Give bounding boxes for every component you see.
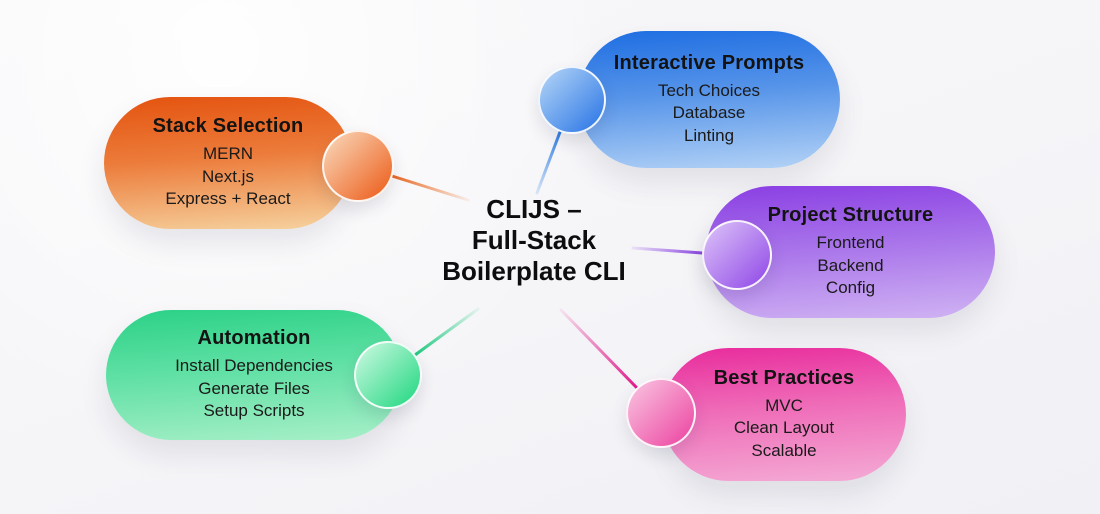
node-item: Setup Scripts <box>203 401 305 421</box>
node-items: Tech Choices Database Linting <box>658 80 760 148</box>
central-title-line-1: CLIJS – <box>486 194 582 224</box>
node-items: Frontend Backend Config <box>816 232 884 300</box>
node-connector-circle-stack-selection <box>322 130 394 202</box>
node-best-practices: Best Practices MVC Clean Layout Scalable <box>662 348 906 481</box>
node-items: Install Dependencies Generate Files Setu… <box>175 355 333 423</box>
central-title-line-3: Boilerplate CLI <box>442 256 626 286</box>
node-items: MVC Clean Layout Scalable <box>734 395 834 463</box>
node-connector-circle-best-practices <box>626 378 696 448</box>
central-topic-title: CLIJS – Full-Stack Boilerplate CLI <box>442 194 625 287</box>
node-item: Tech Choices <box>657 80 761 100</box>
node-item: Scalable <box>751 440 817 460</box>
node-item: Install Dependencies <box>175 356 333 376</box>
connector-line-best-practices <box>559 308 639 390</box>
node-item: Linting <box>683 125 735 145</box>
node-items: MERN Next.js Express + React <box>165 143 290 211</box>
node-item: Backend <box>817 255 884 275</box>
connector-line-stack-selection <box>390 174 470 202</box>
node-connector-circle-automation <box>354 341 422 409</box>
node-title: Automation <box>197 327 311 350</box>
central-title-line-2: Full-Stack <box>471 225 597 255</box>
node-title: Best Practices <box>713 366 855 389</box>
node-title: Stack Selection <box>152 115 304 138</box>
node-title: Project Structure <box>767 204 934 227</box>
node-item: MVC <box>765 395 803 415</box>
connector-line-automation <box>413 307 480 357</box>
node-item: Clean Layout <box>733 418 835 438</box>
node-item: Next.js <box>202 166 254 186</box>
node-connector-circle-project-structure <box>702 220 772 290</box>
node-item: Express + React <box>165 189 291 209</box>
node-connector-circle-interactive-prompts <box>538 66 606 134</box>
node-interactive-prompts: Interactive Prompts Tech Choices Databas… <box>578 31 840 168</box>
node-item: Config <box>825 278 876 298</box>
node-item: Database <box>672 103 746 123</box>
node-item: Generate Files <box>198 378 310 398</box>
node-item: MERN <box>202 144 254 164</box>
node-stack-selection: Stack Selection MERN Next.js Express + R… <box>104 97 352 229</box>
connector-line-project-structure <box>631 246 704 255</box>
node-item: Frontend <box>816 233 885 253</box>
node-title: Interactive Prompts <box>613 51 805 74</box>
node-automation: Automation Install Dependencies Generate… <box>106 310 402 440</box>
connector-line-interactive-prompts <box>535 130 562 195</box>
